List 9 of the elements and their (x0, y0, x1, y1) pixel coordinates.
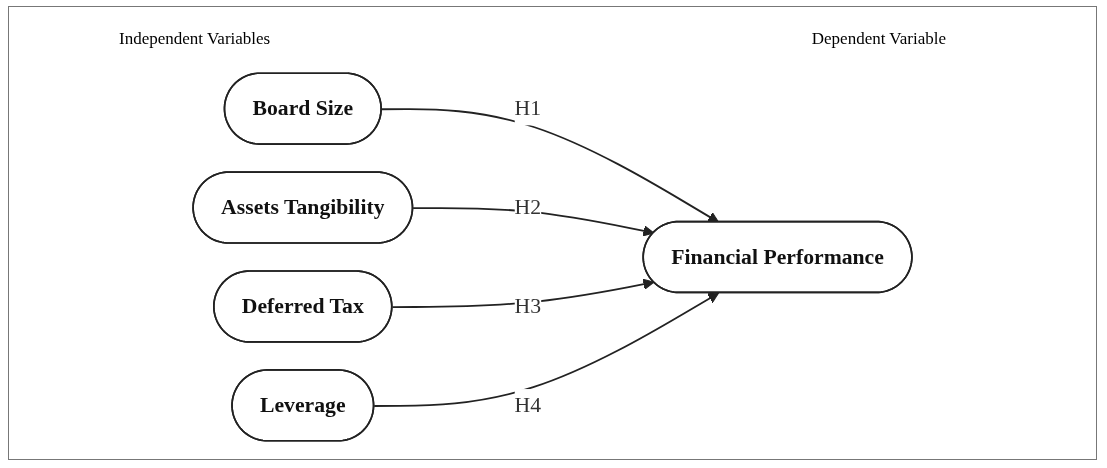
arrow (373, 292, 720, 407)
edge-label: H2 (514, 195, 542, 220)
edge-label: H4 (514, 392, 542, 418)
arrow (391, 278, 655, 308)
edge-label: H3 (514, 294, 542, 319)
column-heading: Independent Variables (119, 29, 271, 49)
column-heading: Dependent Variable (811, 29, 946, 49)
edge-label: H1 (514, 96, 542, 121)
arrow (380, 108, 720, 223)
